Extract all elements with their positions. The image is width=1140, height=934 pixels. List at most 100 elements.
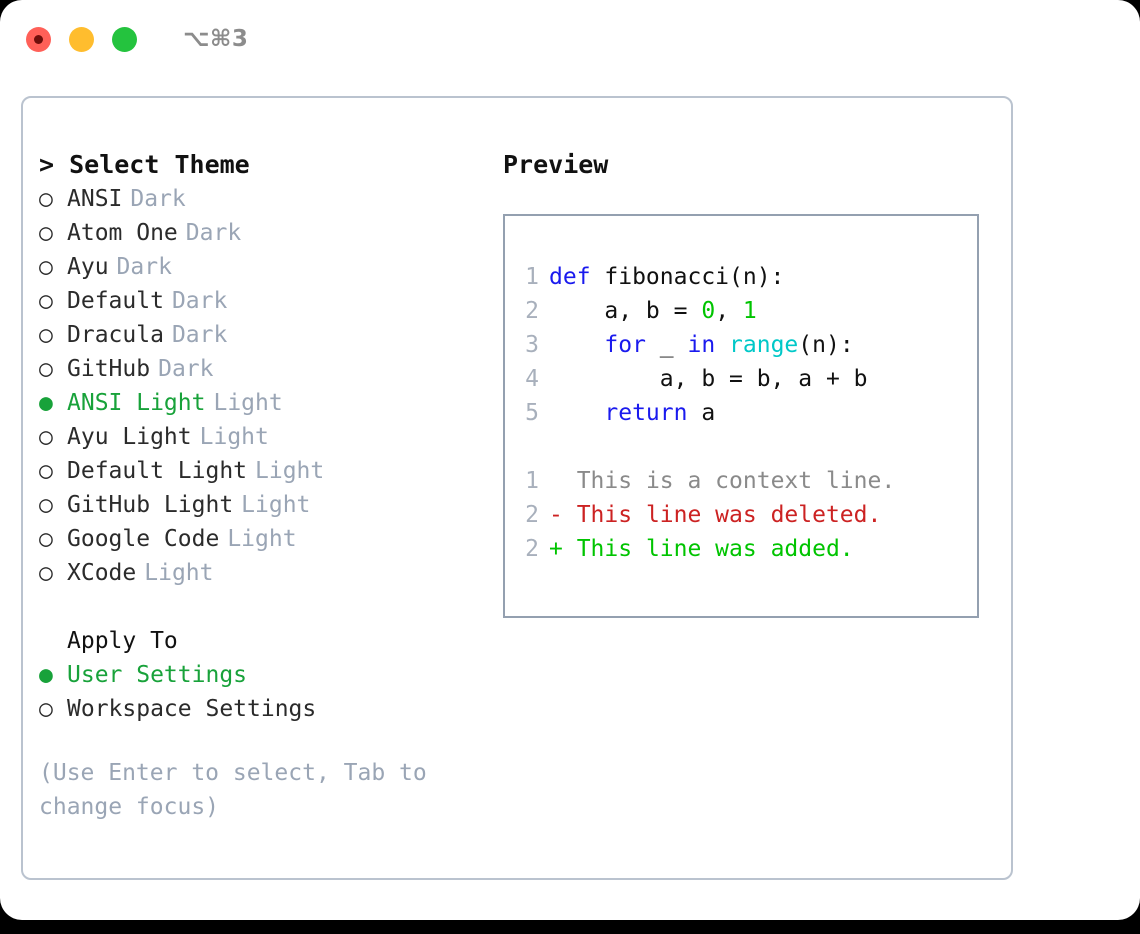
theme-option-github-light[interactable]: ○ GitHub Light Light [39,488,489,522]
radio-unselected-icon: ○ [39,220,53,246]
theme-option-variant: Dark [185,220,242,246]
code-line-number: 3 [525,332,539,358]
apply-to-option-label: User Settings [67,662,248,688]
radio-unselected-icon: ○ [39,322,53,348]
diff-line-del: 2- This line was deleted. [505,498,977,532]
theme-option-variant: Light [199,424,269,450]
diff-line-add: 2 + This line was added. [505,532,977,566]
code-line: 5 return a [505,396,977,430]
code-token-plain [549,400,604,426]
code-token-plain: (n): [798,332,854,358]
code-token-num: 1 [742,298,757,324]
theme-option-label: Ayu [67,254,109,280]
diff-line-number: 1 [525,468,539,494]
diff-sample: 1 This is a context line.2- This line wa… [505,464,977,566]
theme-option-variant: Light [213,390,283,416]
code-token-plain [549,332,604,358]
diff-text: This line was deleted. [576,502,882,528]
theme-option-google-code[interactable]: ○ Google Code Light [39,522,489,556]
radio-selected-icon: ● [39,662,53,688]
radio-unselected-icon: ○ [39,560,53,586]
theme-option-variant: Dark [171,288,228,314]
theme-option-ayu[interactable]: ○ Ayu Dark [39,250,489,284]
theme-option-label: Google Code [67,526,220,552]
apply-to-option-label: Workspace Settings [67,696,317,722]
theme-option-label: XCode [67,560,137,586]
code-token-plain: , [715,298,743,324]
code-line: 2 a, b = 0, 1 [505,294,977,328]
code-token-num: 0 [701,298,716,324]
theme-option-label: Atom One [67,220,178,246]
theme-option-label: ANSI Light [67,390,206,416]
radio-unselected-icon: ○ [39,526,53,552]
diff-line-content: - This line was deleted. [549,498,881,532]
code-token-plain: a, b = b, a + b [549,366,868,392]
code-line-number: 2 [525,298,539,324]
radio-selected-icon: ● [39,390,53,416]
theme-option-xcode[interactable]: ○ XCode Light [39,556,489,590]
keyboard-hint-text: (Use Enter to select, Tab to change focu… [39,760,427,820]
theme-option-label: Dracula [67,322,164,348]
close-button[interactable] [26,26,51,52]
select-theme-header: > Select Theme [39,150,250,179]
theme-option-variant: Dark [130,186,186,212]
code-line-number: 4 [525,366,539,392]
code-token-plain: fibonacci(n): [604,264,785,290]
diff-marker: + [549,536,577,562]
diff-line-number: 2 [525,502,539,528]
theme-option-label: GitHub Light [67,492,234,518]
code-token-kw: return [604,400,688,426]
theme-option-variant: Dark [171,322,228,348]
code-token-kw: def [549,264,605,290]
radio-unselected-icon: ○ [39,424,53,450]
theme-option-variant: Light [227,526,297,552]
diff-line-number: 2 [525,536,539,562]
diff-text: This line was added. [576,536,854,562]
radio-unselected-icon: ○ [39,356,53,382]
diff-marker: - [549,502,577,528]
theme-option-ansi[interactable]: ○ ANSI Dark [39,182,489,216]
theme-option-default-light[interactable]: ○ Default Light Light [39,454,489,488]
theme-option-variant: Dark [116,254,172,280]
radio-unselected-icon: ○ [39,254,53,280]
theme-option-variant: Light [241,492,311,518]
theme-option-variant: Dark [158,356,214,382]
theme-option-label: Default Light [67,458,248,484]
diff-line-content: This is a context line. [549,464,896,498]
theme-option-label: ANSI [67,186,123,212]
title-bar: ⌥⌘3 [0,0,1140,78]
radio-unselected-icon: ○ [39,458,53,484]
theme-option-dracula[interactable]: ○ Dracula Dark [39,318,489,352]
apply-to-option-user-settings[interactable]: ● User Settings [39,658,489,692]
radio-unselected-icon: ○ [39,288,53,314]
apply-to-option-workspace-settings[interactable]: ○Workspace Settings [39,692,489,726]
radio-unselected-icon: ○ [39,186,53,212]
code-line-text: return a [549,396,715,430]
theme-option-variant: Light [255,458,325,484]
minimize-button[interactable] [69,26,94,52]
code-line: 3 for _ in range(n): [505,328,977,362]
theme-option-variant: Light [144,560,214,586]
traffic-light-buttons [26,26,137,52]
apply-to-header: Apply To [67,628,178,654]
code-line-text: for _ in range(n): [549,328,854,362]
code-line: 4 a, b = b, a + b [505,362,977,396]
maximize-button[interactable] [112,26,137,52]
theme-option-atom-one[interactable]: ○ Atom One Dark [39,216,489,250]
keyboard-shortcut-label: ⌥⌘3 [183,26,249,52]
radio-unselected-icon: ○ [39,492,53,518]
diff-text: This is a context line. [576,468,896,494]
apply-to-list: ● User Settings ○Workspace Settings [39,658,489,726]
theme-option-ansi-light[interactable]: ● ANSI Light Light [39,386,489,420]
preview-header: Preview [503,150,609,179]
